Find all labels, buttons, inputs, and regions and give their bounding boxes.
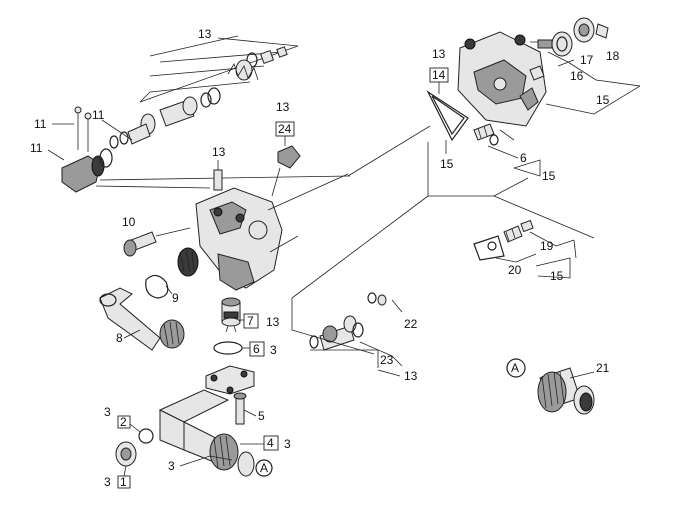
bottom-manifold (158, 365, 273, 477)
label-2: 2 (120, 415, 127, 429)
label-3-1: 3 (104, 475, 111, 489)
mark-a-right: A (511, 361, 519, 375)
pump-head (177, 169, 349, 291)
label-3-hose: 3 (168, 459, 175, 473)
label-23: 23 (380, 353, 394, 367)
label-13-mid: 13 (212, 145, 226, 159)
label-7: 7 (247, 314, 254, 328)
part-2-oring (138, 428, 154, 444)
label-18: 18 (606, 49, 620, 63)
label-21: 21 (596, 361, 610, 375)
valve-assembly-top-left (47, 35, 351, 193)
label-16: 16 (570, 69, 584, 83)
label-14: 14 (432, 68, 446, 82)
label-11-b: 11 (92, 108, 105, 122)
label-4: 4 (267, 436, 274, 450)
label-13-right-top: 13 (432, 47, 446, 61)
label-6-box (249, 341, 265, 357)
label-5: 5 (258, 409, 265, 423)
part-5-bolt (233, 392, 247, 425)
label-9: 9 (172, 291, 179, 305)
part-1-plug (115, 441, 137, 467)
label-4-box (263, 435, 279, 451)
part-14-gasket (426, 90, 469, 142)
label-17: 17 (580, 53, 594, 67)
label-20: 20 (508, 263, 522, 277)
label-22: 22 (404, 317, 418, 331)
label-3-4: 3 (284, 437, 291, 451)
spring-icon (227, 63, 259, 81)
part-9-oring (145, 274, 173, 299)
part-6-valve-right (473, 123, 519, 159)
label-13-24: 13 (276, 100, 290, 114)
right-top-housing (457, 17, 641, 141)
label-13-23: 13 (404, 369, 418, 383)
label-3-6: 3 (270, 343, 277, 357)
part-19-20-valve (473, 219, 534, 261)
label-15-b: 15 (440, 157, 454, 171)
label-13-top: 13 (198, 27, 212, 41)
label-15-d: 15 (550, 269, 564, 283)
label-15-a: 15 (596, 93, 610, 107)
part-24-plug (271, 145, 301, 197)
label-8: 8 (116, 331, 123, 345)
label-7-box (243, 313, 259, 329)
label-1: 1 (120, 475, 127, 489)
label-24: 24 (278, 122, 292, 136)
label-15-c: 15 (542, 169, 556, 183)
label-6-mid: 6 (253, 342, 260, 356)
mark-a-left: A (260, 461, 268, 475)
label-10: 10 (122, 215, 136, 229)
label-2-box (117, 415, 131, 429)
label-6-right: 6 (520, 151, 527, 165)
label-11-a: 11 (34, 117, 47, 131)
label-13-7: 13 (266, 315, 280, 329)
part-10-bolt (123, 227, 191, 257)
part-6-oring-center (213, 341, 243, 355)
label-3-2: 3 (104, 405, 111, 419)
part-21-coupling (506, 358, 595, 415)
label-11-c: 11 (30, 141, 43, 155)
part-22-23-valve (291, 195, 429, 368)
part-7-valve (221, 297, 241, 333)
part-8-pipe (99, 287, 185, 351)
